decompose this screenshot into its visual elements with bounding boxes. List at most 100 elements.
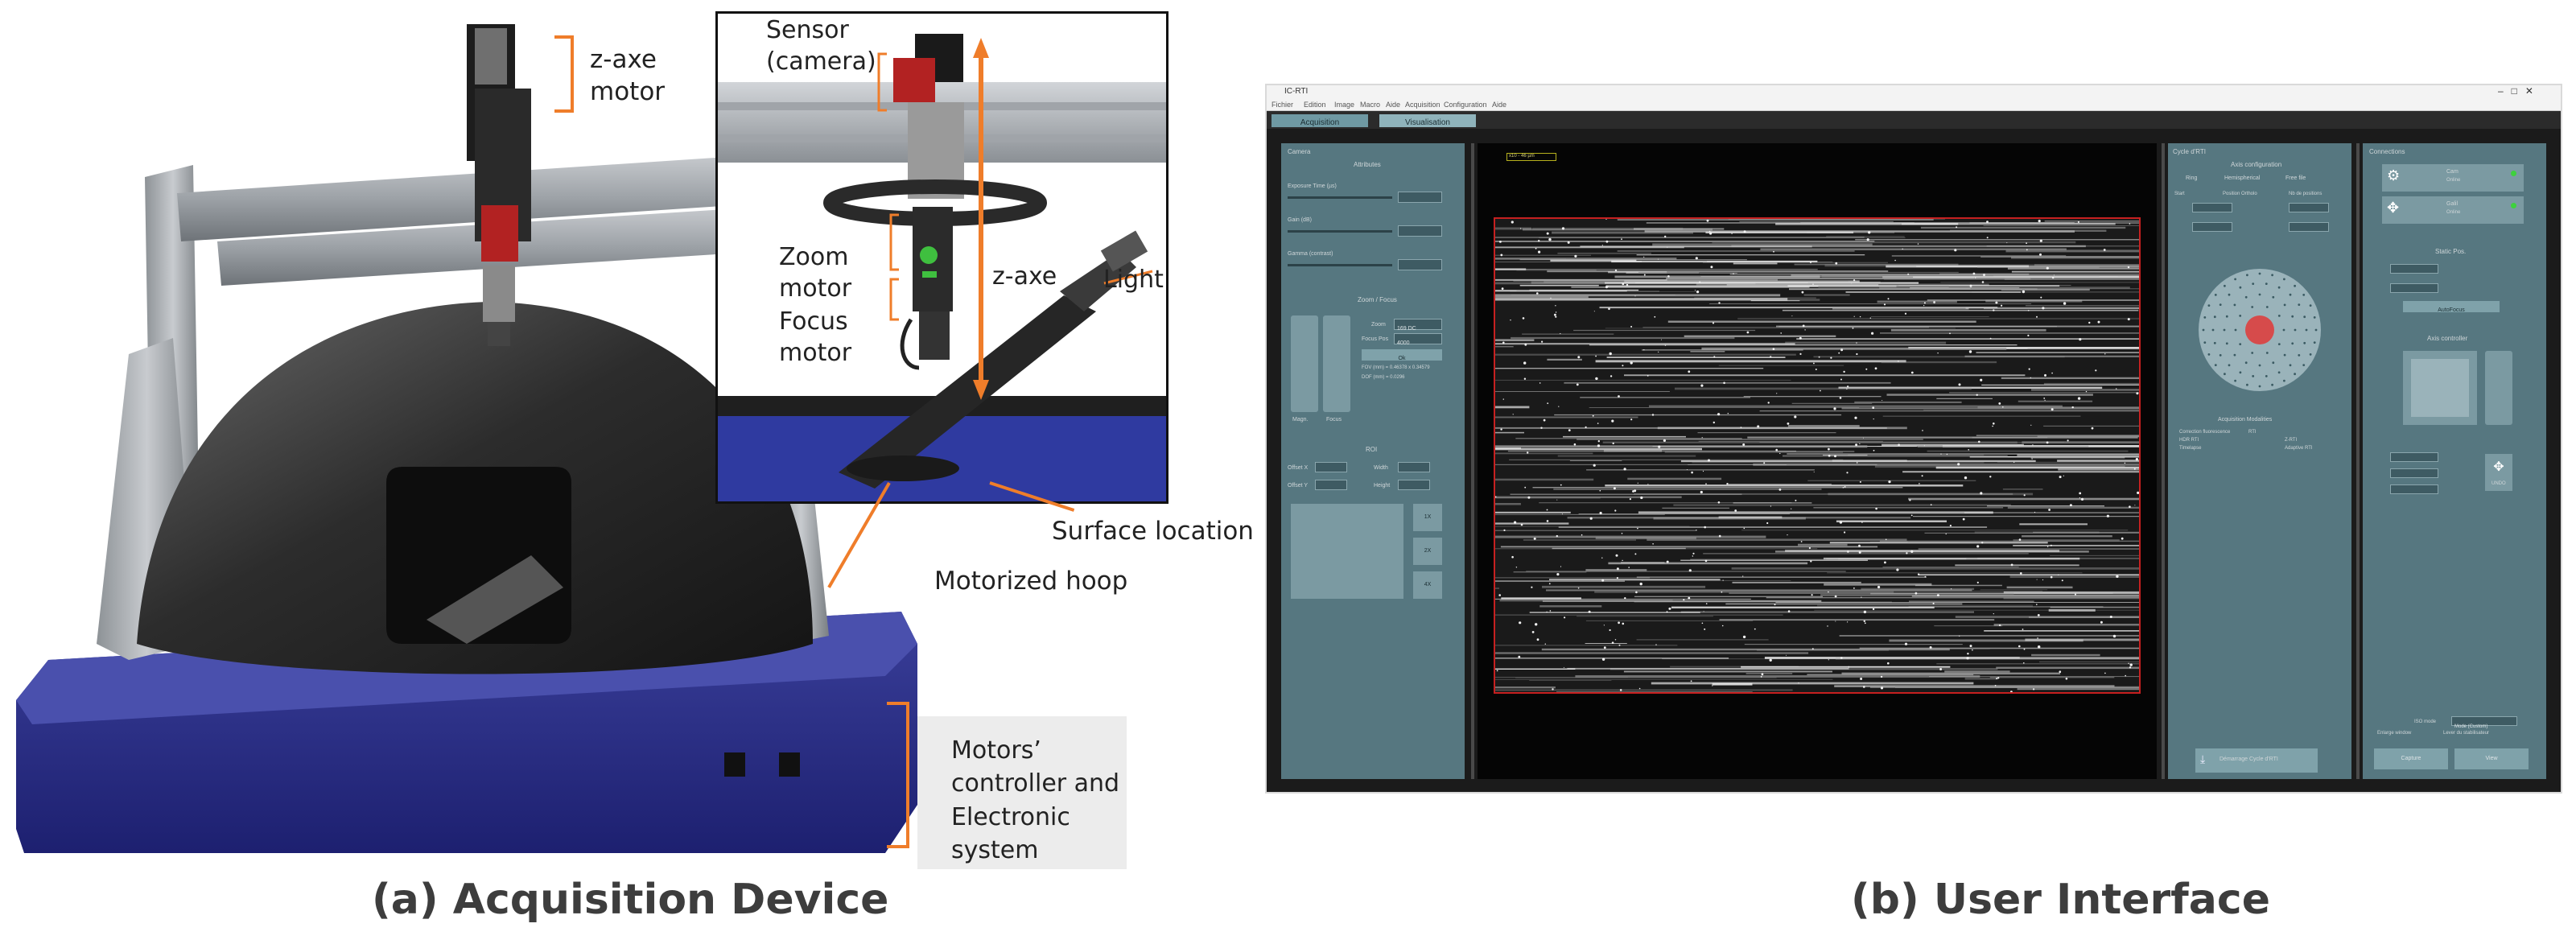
magn-stepper[interactable] xyxy=(1291,315,1318,412)
contrast-slider[interactable] xyxy=(1288,264,1392,266)
scratch-streak xyxy=(1798,543,1848,546)
gain-slider[interactable] xyxy=(1288,230,1392,233)
xy-joystick-inner[interactable] xyxy=(2411,359,2469,417)
capture-button[interactable]: Capture xyxy=(2374,748,2448,769)
speck xyxy=(1599,511,1602,515)
scratch-streak xyxy=(2001,377,2139,379)
scratch-streak xyxy=(1662,507,1729,509)
zoom-ok-button[interactable]: Ok xyxy=(1362,349,1442,361)
static-pos-input-1[interactable] xyxy=(2390,264,2438,274)
hemisphere-positions-plot[interactable] xyxy=(2195,266,2324,394)
radio-free-file[interactable]: Free file xyxy=(2285,175,2306,181)
speck xyxy=(1868,231,1871,234)
axis-input-x[interactable] xyxy=(2390,452,2438,462)
height-input[interactable] xyxy=(1398,480,1430,490)
contrast-input[interactable] xyxy=(1398,259,1442,270)
scratch-streak xyxy=(2012,436,2139,438)
xy-joystick-pad[interactable] xyxy=(2403,351,2477,425)
speck xyxy=(2050,575,2053,579)
left-splitter[interactable] xyxy=(1471,143,1474,779)
mod-rti[interactable]: RTI xyxy=(2248,430,2257,435)
speck xyxy=(1634,295,1636,297)
home-button[interactable]: ✥ UNDO xyxy=(2485,454,2512,491)
tab-visualisation[interactable]: Visualisation xyxy=(1379,114,1476,127)
focus-stepper[interactable] xyxy=(1323,315,1350,412)
label-motorized-hoop: Motorized hoop xyxy=(934,567,1128,596)
exposure-input[interactable] xyxy=(1398,192,1442,203)
ui-menu-item[interactable]: Macro xyxy=(1360,101,1381,109)
ui-menu-item[interactable]: Edition xyxy=(1304,101,1326,109)
gain-input[interactable] xyxy=(1398,225,1442,237)
speck xyxy=(1523,377,1527,380)
iso-mode-select[interactable]: Mode (Custom) xyxy=(2451,716,2517,729)
speck xyxy=(1972,649,1973,651)
z-stepper[interactable] xyxy=(2485,351,2512,425)
scratch-streak xyxy=(1580,245,1812,248)
mag-1x-button[interactable]: 1X xyxy=(1413,504,1442,531)
ui-window-controls[interactable]: – □ ✕ xyxy=(2498,85,2533,97)
ui-menu-item[interactable]: Image xyxy=(1334,101,1355,109)
autofocus-button[interactable]: AutoFocus xyxy=(2403,301,2500,313)
axis-input-4[interactable] xyxy=(2289,222,2329,232)
mid-splitter[interactable] xyxy=(2162,143,2165,779)
scratch-streak xyxy=(1690,351,1725,352)
axis-input-3[interactable] xyxy=(2192,222,2232,232)
speck xyxy=(1524,343,1527,346)
speck xyxy=(1794,415,1797,418)
scratch-streak xyxy=(1702,262,1888,263)
speck xyxy=(1932,602,1935,605)
light-position-dot xyxy=(2258,293,2261,296)
view-button[interactable]: View xyxy=(2454,748,2529,769)
start-rti-button[interactable]: ⤓ Démarrage Cycle d'RTI xyxy=(2195,748,2318,773)
light-position-dot xyxy=(2283,303,2286,307)
scratch-streak xyxy=(1542,600,1822,602)
width-input[interactable] xyxy=(1398,462,1430,472)
exposure-slider[interactable] xyxy=(1288,196,1392,199)
radio-ring[interactable]: Ring xyxy=(2186,175,2198,181)
speck xyxy=(1880,686,1884,690)
ui-menu-item[interactable]: Aide xyxy=(1386,101,1401,109)
ui-menu-item[interactable]: Fichier xyxy=(1272,101,1294,109)
speck xyxy=(1972,272,1976,275)
mod-hdr-rti[interactable]: HDR RTI xyxy=(2179,438,2199,443)
radio-hemispherical[interactable]: Hemispherical xyxy=(2224,175,2261,181)
zoom-input[interactable]: 169 DC xyxy=(1394,319,1442,332)
scratch-streak xyxy=(1985,299,2083,303)
speck xyxy=(1871,332,1874,335)
axis-input-y[interactable] xyxy=(2390,468,2438,478)
checkbox-stabiliser[interactable]: Lever du stabilisateur xyxy=(2443,731,2490,736)
axis-input-1[interactable] xyxy=(2192,203,2232,212)
device-galil[interactable]: ✥ Galil Online xyxy=(2382,196,2524,224)
speck xyxy=(2129,223,2131,225)
offset-x-input[interactable] xyxy=(1315,462,1347,472)
focus-pos-input[interactable]: 4000 xyxy=(1394,333,1442,346)
mod-z-rti[interactable]: Z-RTI xyxy=(2285,438,2298,443)
roi-preview[interactable] xyxy=(1291,504,1403,599)
ui-menu-item[interactable]: Aide xyxy=(1492,101,1507,109)
scratch-streak xyxy=(1578,513,1791,514)
axis-input-2[interactable] xyxy=(2289,203,2329,212)
right-splitter[interactable] xyxy=(2356,143,2360,779)
static-pos-input-2[interactable] xyxy=(2390,283,2438,293)
mag-2x-button[interactable]: 2X xyxy=(1413,538,1442,565)
ui-menu-item[interactable]: Acquisition xyxy=(1405,101,1440,109)
speck xyxy=(1962,517,1965,521)
offset-y-input[interactable] xyxy=(1315,480,1347,490)
image-viewer[interactable]: x10 - 46 µm xyxy=(1478,143,2157,779)
mag-4x-button[interactable]: 4X xyxy=(1413,571,1442,599)
tab-acquisition[interactable]: Acquisition xyxy=(1272,114,1368,127)
speck xyxy=(1605,219,1607,220)
light-position-dot xyxy=(2272,295,2275,299)
mod-timelapse[interactable]: Timelapse xyxy=(2179,446,2202,451)
scratch-streak xyxy=(1664,451,1844,453)
speck xyxy=(1637,527,1638,530)
ui-left-panel: Camera Attributes Exposure Time (µs) Gai… xyxy=(1281,143,1465,779)
mod-adaptive-rti[interactable]: Adaptive RTI xyxy=(2285,446,2313,451)
checkbox-enlarge[interactable]: Enlarge window xyxy=(2377,731,2412,736)
device-cam[interactable]: ⚙ Cam Online xyxy=(2382,164,2524,192)
ui-menu-item[interactable]: Configuration xyxy=(1444,101,1487,109)
mod-fluorescence[interactable]: Correction fluorescence xyxy=(2179,430,2231,435)
speck xyxy=(1621,238,1622,241)
light-position-dot xyxy=(2294,284,2296,287)
axis-input-z[interactable] xyxy=(2390,484,2438,494)
